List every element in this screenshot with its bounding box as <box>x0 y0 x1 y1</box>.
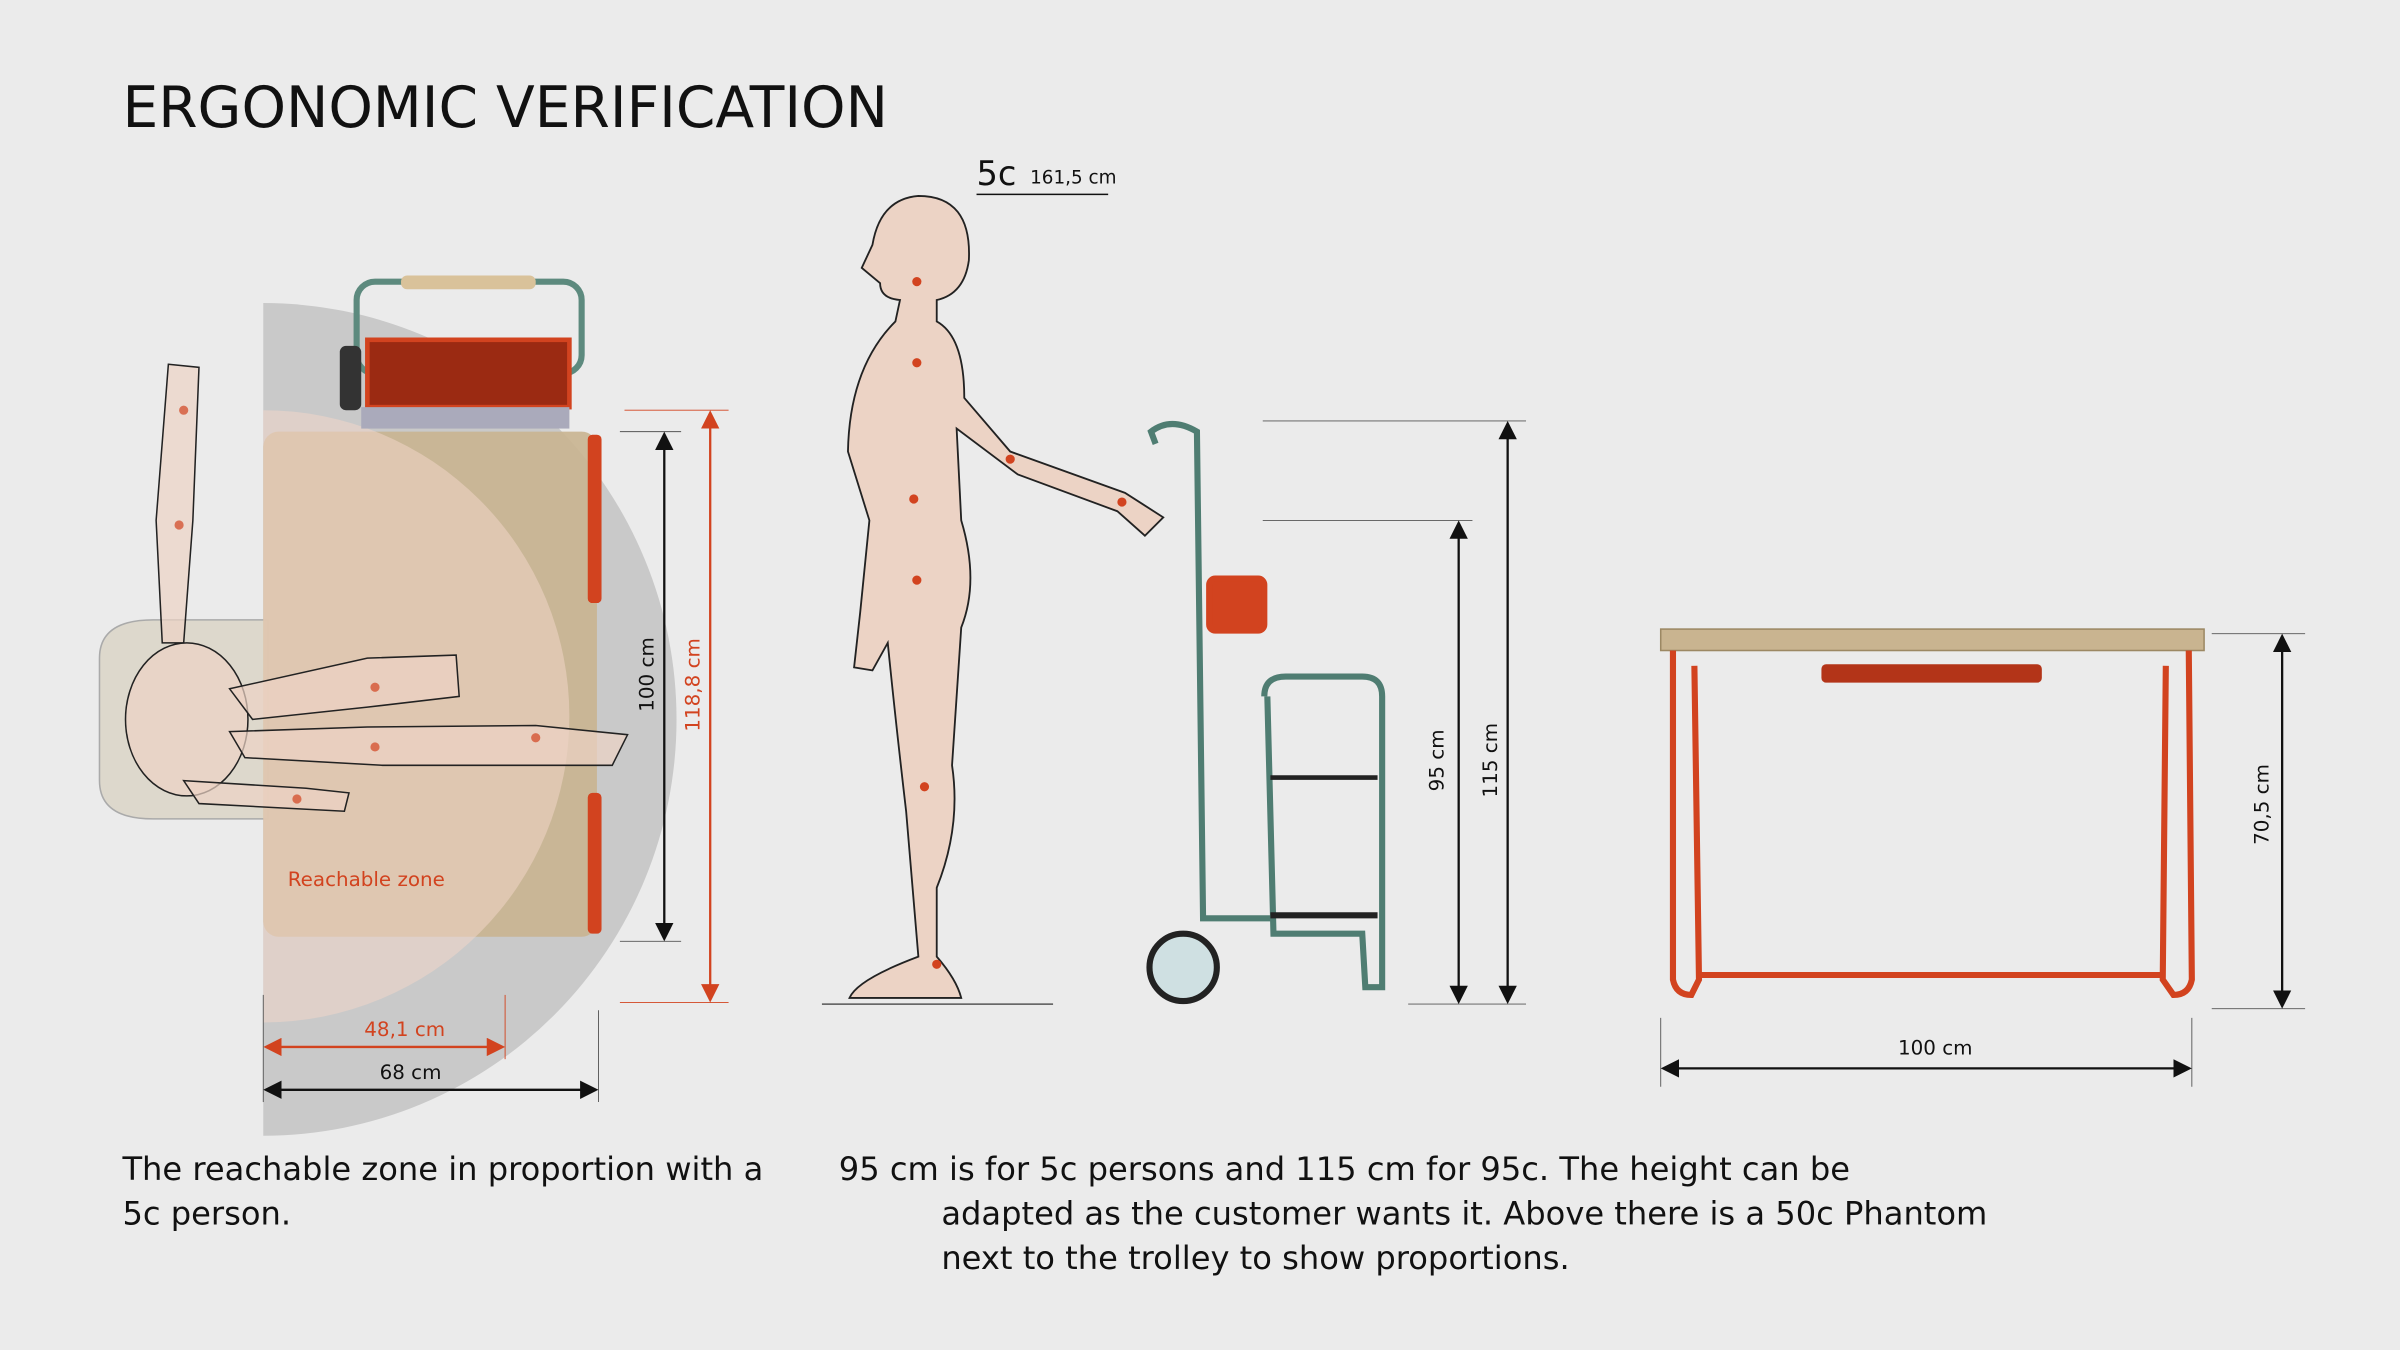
caption-left-line1: The reachable zone in proportion with a <box>121 1150 763 1188</box>
caption-right-line1: 95 cm is for 5c persons and 115 cm for 9… <box>839 1150 1850 1188</box>
reachable-zone <box>263 410 570 1023</box>
desk-top <box>1659 628 2205 652</box>
table-view: 70,5 cm 100 cm <box>1659 628 2306 1087</box>
dim-label-70-5: 70,5 cm <box>2250 764 2273 845</box>
person-height-label: 161,5 cm <box>1030 168 1116 189</box>
side-basket <box>587 792 602 934</box>
percentile-label: 5c <box>977 154 1017 193</box>
desk-basket <box>1821 664 2042 683</box>
dim-label-118-8: 118,8 cm <box>681 638 704 732</box>
reachable-zone-label: Reachable zone <box>288 868 445 891</box>
trolley-top <box>339 275 585 429</box>
side-basket <box>587 434 602 604</box>
side-view: 5c 161,5 cm 95 cm 115 cm <box>821 154 1527 1005</box>
standing-person <box>847 194 1165 999</box>
page-title: ERGONOMIC VERIFICATION <box>122 75 888 141</box>
dim-label-95: 95 cm <box>1425 729 1448 791</box>
dim-label-115: 115 cm <box>1479 723 1502 798</box>
dim-label-48-1: 48,1 cm <box>364 1018 445 1041</box>
caption-right-line2: adapted as the customer wants it. Above … <box>941 1194 1987 1232</box>
caption-right-line3: next to the trolley to show proportions. <box>941 1239 1569 1277</box>
caption-left-line2: 5c person. <box>122 1194 291 1232</box>
desk-frame <box>1669 650 2195 998</box>
top-view: Reachable zone 100 cm 118,8 cm 48,1 cm 6… <box>98 275 729 1136</box>
dim-label-68: 68 cm <box>380 1061 442 1084</box>
dim-label-100-width: 100 cm <box>1898 1037 1973 1060</box>
dim-label-100: 100 cm <box>636 637 659 712</box>
trolley-side <box>1146 420 1386 1005</box>
person-top <box>124 363 629 813</box>
